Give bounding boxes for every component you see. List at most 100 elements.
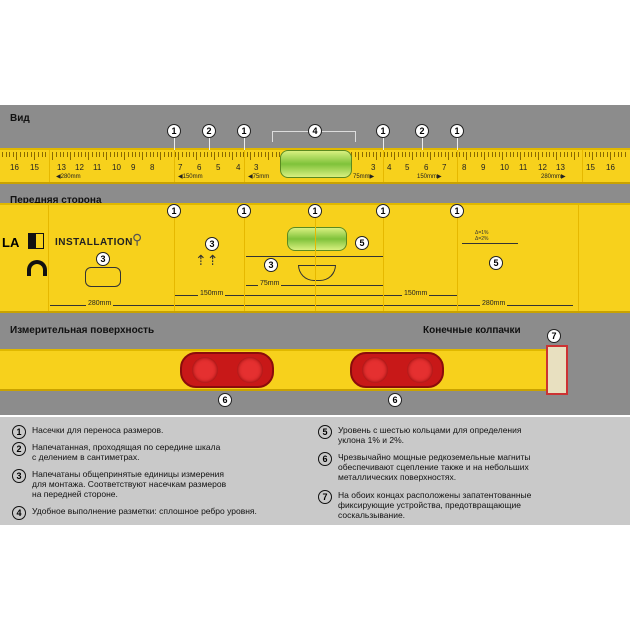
tick — [131, 152, 133, 157]
tick — [99, 152, 101, 157]
callout-1: 1 — [237, 204, 251, 218]
tick — [441, 152, 443, 157]
tick — [430, 152, 432, 160]
tick — [30, 152, 32, 157]
arrow-icon: ◀ — [248, 174, 253, 180]
tick — [398, 152, 399, 157]
tick — [484, 152, 486, 160]
callout-6: 6 — [218, 393, 232, 407]
tick — [354, 152, 356, 157]
notch — [457, 150, 458, 182]
legend-item: 3 Напечатаны общепринятые единицы измерен… — [12, 469, 312, 499]
tick — [552, 152, 554, 157]
tick — [473, 152, 475, 157]
mixer-icon: ⇡⇡ — [195, 252, 219, 268]
tick — [142, 152, 144, 160]
tick — [621, 152, 623, 157]
legend-text: Удобное выполнение разметки: сплошное ре… — [32, 506, 257, 516]
arrow-icon: ▶ — [437, 174, 442, 180]
tick — [617, 152, 619, 157]
legend-number: 4 — [12, 506, 26, 520]
dim-label: 75mm — [353, 174, 370, 180]
tick — [376, 152, 378, 160]
ruler-number: 6 — [424, 163, 429, 172]
dim-280mm-right: 280mm — [480, 300, 508, 307]
section-title-front: Передняя сторона — [10, 195, 102, 206]
tick — [264, 152, 266, 157]
tick — [117, 152, 119, 157]
tick — [9, 152, 11, 157]
tick — [120, 152, 122, 157]
tick — [236, 152, 237, 157]
ruler-number: 10 — [112, 163, 121, 172]
tick — [412, 152, 414, 160]
slope-diagram-icon — [462, 243, 518, 254]
tick — [614, 152, 615, 157]
ruler-dim: 75mm▶ — [353, 173, 374, 180]
tick — [257, 152, 259, 157]
tick — [149, 152, 151, 157]
ruler-number: 5 — [216, 163, 221, 172]
ruler-number: 16 — [606, 163, 615, 172]
tick — [246, 152, 248, 157]
tick — [174, 152, 176, 157]
ruler-dim: 280mm▶ — [541, 173, 566, 180]
tick — [434, 152, 435, 157]
tick — [239, 152, 241, 157]
tick — [592, 152, 594, 160]
tick — [81, 152, 83, 157]
tick — [23, 152, 25, 157]
tick — [124, 152, 126, 160]
tick — [459, 152, 461, 157]
ruler-number: 7 — [178, 163, 183, 172]
legend-number: 1 — [12, 425, 26, 439]
tick — [520, 152, 522, 160]
callout-4: 4 — [308, 124, 322, 138]
ruler-dim: ◀75mm — [248, 173, 269, 180]
tick — [138, 152, 140, 157]
ruler-dim: ◀150mm — [178, 173, 203, 180]
legend-text: На обоих концах расположены запатентован… — [338, 490, 532, 520]
tick — [84, 152, 86, 157]
section-title-caps: Конечные колпачки — [423, 325, 521, 336]
tick — [538, 152, 540, 160]
legend-number: 3 — [12, 469, 26, 483]
tick — [351, 152, 353, 157]
leader-line — [244, 138, 245, 150]
level-vial — [280, 150, 352, 178]
callout-1: 1 — [450, 124, 464, 138]
checker-logo-icon — [28, 233, 44, 249]
tick — [534, 152, 536, 157]
legend-text: Уровень с шестью кольцами для определени… — [338, 425, 522, 445]
magnet-icon — [27, 260, 47, 276]
tick — [599, 152, 601, 157]
tick — [135, 152, 137, 157]
legend-number: 5 — [318, 425, 332, 439]
notch — [244, 150, 245, 182]
tick — [171, 152, 173, 157]
tick — [178, 152, 180, 160]
callout-3: 3 — [96, 252, 110, 266]
ruler-number: 12 — [75, 163, 84, 172]
tick — [509, 152, 511, 157]
tick — [588, 152, 590, 157]
tick — [567, 152, 569, 157]
tick — [59, 152, 61, 157]
tick — [358, 152, 360, 160]
tick — [369, 152, 371, 157]
fixture-icon — [85, 267, 121, 287]
tick — [218, 152, 219, 157]
tick — [113, 152, 115, 157]
tick — [419, 152, 421, 157]
legend-text: Напечатаны общепринятые единицы измерени… — [32, 469, 227, 499]
dim-label: 75mm — [252, 174, 270, 180]
ruler-dim: 150mm▶ — [417, 173, 442, 180]
arrow-icon: ◀ — [56, 174, 61, 180]
ruler-number: 10 — [500, 163, 509, 172]
tick — [408, 152, 410, 157]
tick — [210, 152, 212, 157]
